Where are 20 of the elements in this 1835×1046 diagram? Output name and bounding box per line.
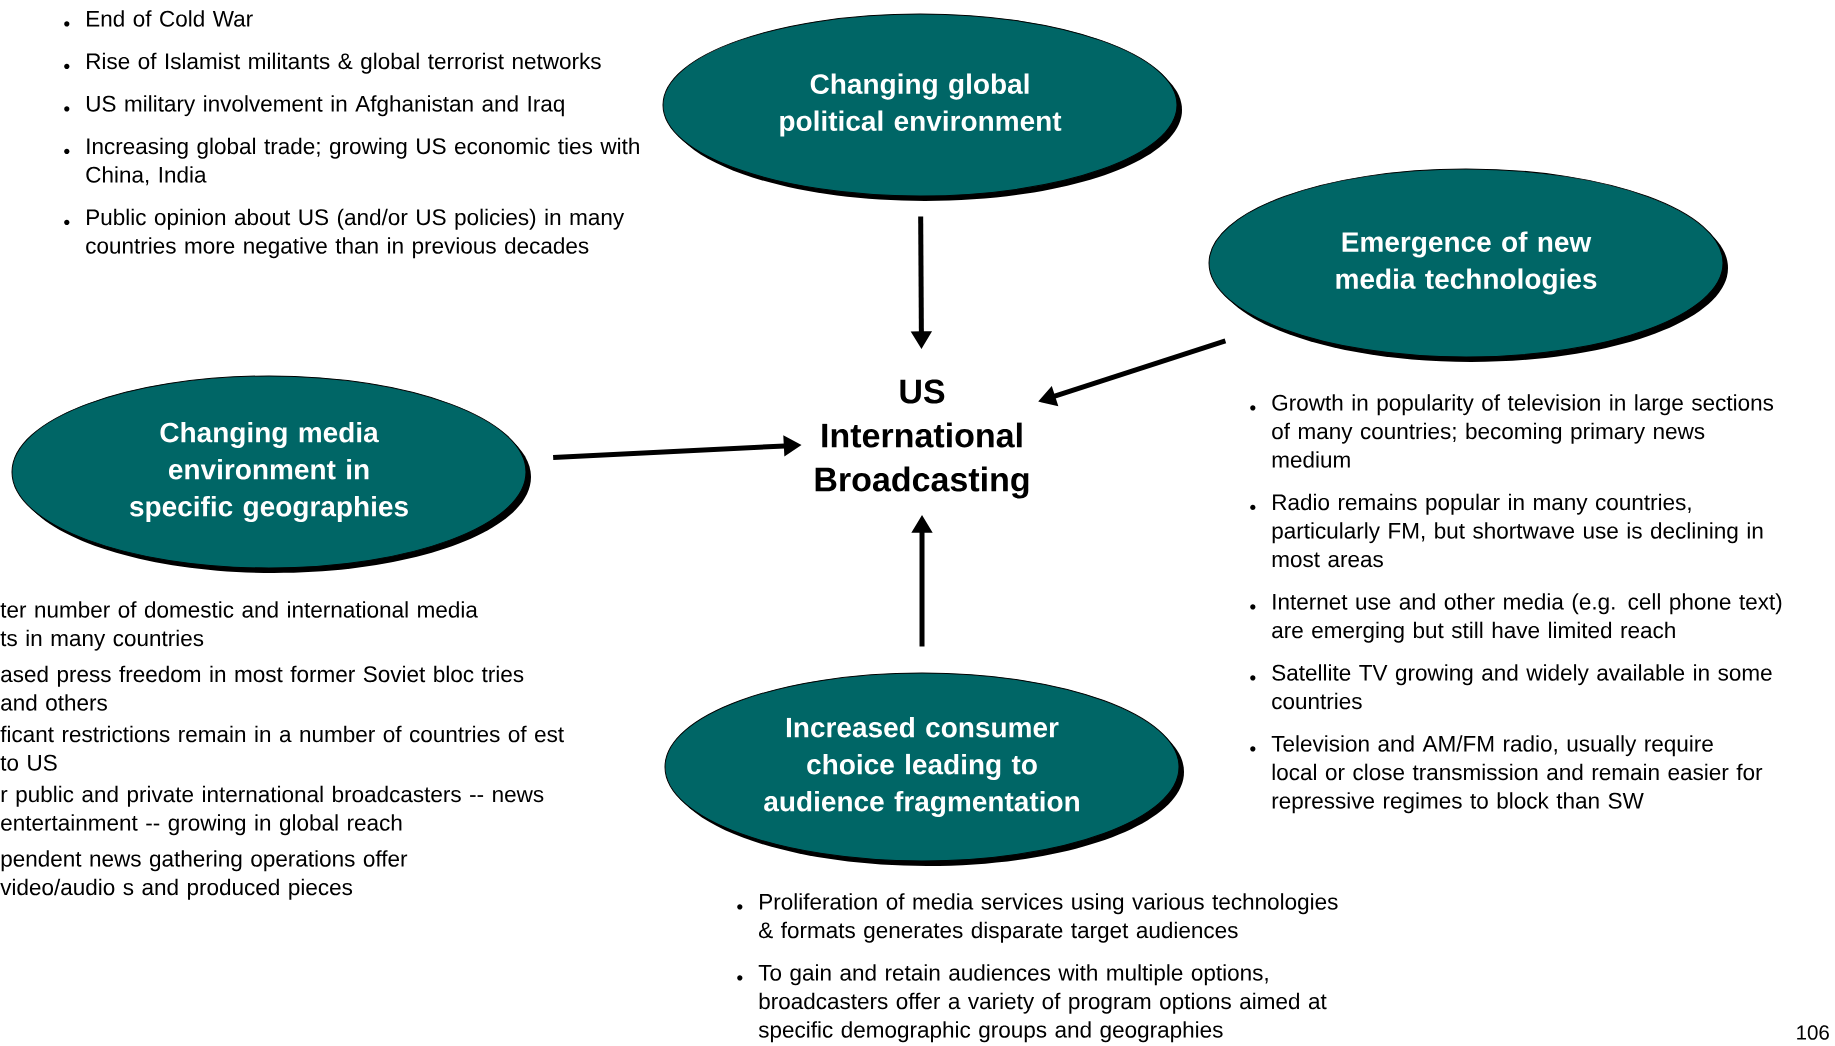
ellipse-node: Emergence of new media technologies bbox=[1208, 168, 1729, 362]
title-text: US International Broadcasting bbox=[815, 379, 1029, 499]
bullet-item: Proliferation of media services using various technologies & formats generates disparate target audiences bbox=[737, 893, 1338, 943]
page-number: 106 bbox=[1797, 1025, 1829, 1040]
list-text: pendent news gathering operations offer video/audio s and produced pieces bbox=[0, 850, 408, 900]
bullet-item: Television and AM/FM radio, usually require local or close transmission and remain easier for repressive regimes to block than SW bbox=[1250, 735, 1763, 814]
bullet-item: To gain and retain audiences with multiple options, broadcasters offer a variety of program options aimed at specific demographic groups and geographies bbox=[737, 964, 1327, 1043]
bullet-item: Radio remains popular in many countries, particularly FM, but shortwave use is declining in most areas bbox=[1250, 493, 1763, 568]
ellipse-node: Changing global political environment bbox=[662, 13, 1182, 201]
list-text: ter number of domestic and international media ts in many countries bbox=[0, 601, 478, 651]
bullet-item: Rise of Islamist militants & global terrorist networks bbox=[64, 52, 601, 74]
bullet-item: End of Cold War bbox=[64, 10, 253, 27]
bullet-item: Satellite TV growing and widely available in some countries bbox=[1250, 664, 1772, 710]
bullet-item: Internet use and other media (e.g. cell phone text) are emerging but still have limited reach bbox=[1250, 593, 1782, 643]
bullet-item: US military involvement in Afghanistan and Iraq bbox=[64, 95, 564, 117]
ellipse-node: Increased consumer choice leading to audience fragmentation bbox=[664, 672, 1184, 866]
bullet-item: Public opinion about US (and/or US policies) in many countries more negative than in previous decades bbox=[64, 208, 625, 259]
ellipse-node: Changing media environment in specific geographies bbox=[11, 375, 531, 573]
bullet-item: Increasing global trade; growing US economic ties with China, India bbox=[64, 137, 639, 186]
bullet-item: Growth in popularity of television in large sections of many countries; becoming primary news medium bbox=[1250, 394, 1774, 468]
